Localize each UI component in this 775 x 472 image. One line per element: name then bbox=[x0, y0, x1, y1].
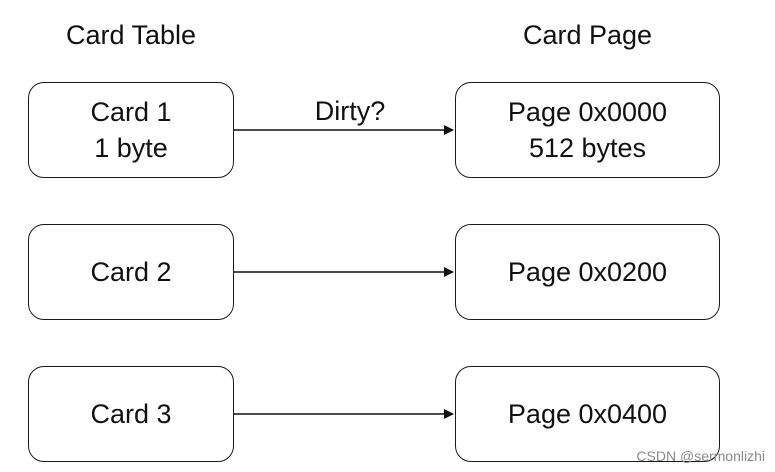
card-3-label: Card 3 bbox=[90, 399, 172, 429]
page-0x0400-label: Page 0x0400 bbox=[507, 399, 668, 429]
card-page-heading: Card Page bbox=[522, 20, 653, 50]
page-0x0000-size: 512 bytes bbox=[528, 133, 647, 163]
page-0x0400-box: Page 0x0400 bbox=[455, 366, 720, 462]
card-1-label: Card 1 bbox=[90, 97, 172, 127]
card-2-label: Card 2 bbox=[90, 257, 172, 287]
page-0x0200-label: Page 0x0200 bbox=[507, 257, 668, 287]
watermark: CSDN @sermonlizhi bbox=[636, 448, 765, 464]
card-3-box: Card 3 bbox=[28, 366, 234, 462]
page-0x0000-label: Page 0x0000 bbox=[507, 97, 668, 127]
dirty-label: Dirty? bbox=[314, 96, 386, 126]
card-1-size: 1 byte bbox=[94, 133, 168, 163]
page-0x0000-box: Page 0x0000 512 bytes bbox=[455, 82, 720, 178]
card-table-heading: Card Table bbox=[65, 20, 197, 50]
page-0x0200-box: Page 0x0200 bbox=[455, 224, 720, 320]
card-1-box: Card 1 1 byte bbox=[28, 82, 234, 178]
card-2-box: Card 2 bbox=[28, 224, 234, 320]
